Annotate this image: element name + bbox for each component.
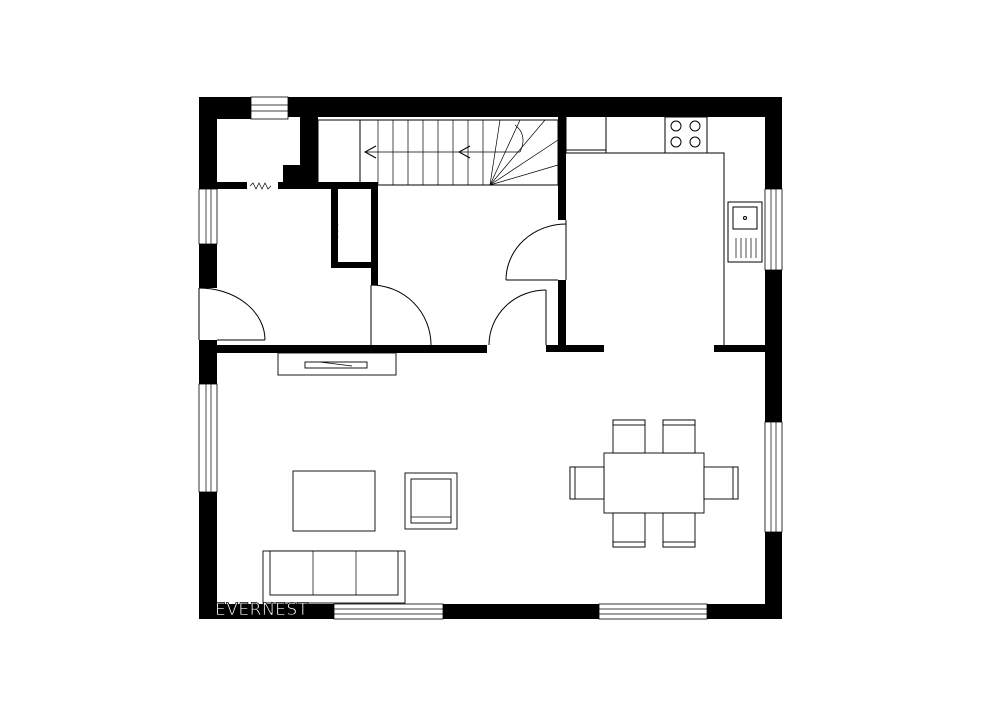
dining-table: [603, 452, 705, 514]
kitchen: [565, 116, 763, 345]
radiator-icon: [249, 182, 339, 241]
coffee-table: [292, 470, 376, 532]
window-right-2: [764, 421, 783, 533]
chair: [703, 466, 739, 500]
sofa: [262, 550, 406, 604]
chair: [612, 512, 646, 548]
door-swing-icon: [488, 289, 547, 346]
window-top: [250, 96, 289, 120]
staircase: [317, 119, 559, 186]
brand-logo: EVERNEST: [215, 600, 309, 621]
armchair: [404, 472, 458, 530]
outer-walls: [199, 97, 782, 619]
dining-set: [569, 419, 739, 548]
sink-icon: [727, 201, 763, 263]
chair: [612, 419, 646, 454]
window-bottom-2: [598, 603, 708, 620]
doors: [198, 220, 567, 346]
windows: [198, 96, 783, 620]
window-bottom-1: [333, 603, 444, 620]
chair: [569, 466, 605, 500]
stair-arrow-icon: [363, 145, 471, 159]
door-swing-icon: [505, 220, 567, 281]
stove-icon: [664, 116, 708, 154]
window-left-1: [198, 188, 218, 245]
window-right-1: [764, 188, 783, 271]
window-left-2: [198, 383, 218, 493]
interior-walls: [199, 117, 782, 353]
door-swing-icon: [198, 287, 266, 341]
chair: [662, 512, 696, 548]
living-room: [262, 352, 458, 604]
chair: [662, 419, 696, 454]
door-swing-icon: [370, 284, 432, 346]
